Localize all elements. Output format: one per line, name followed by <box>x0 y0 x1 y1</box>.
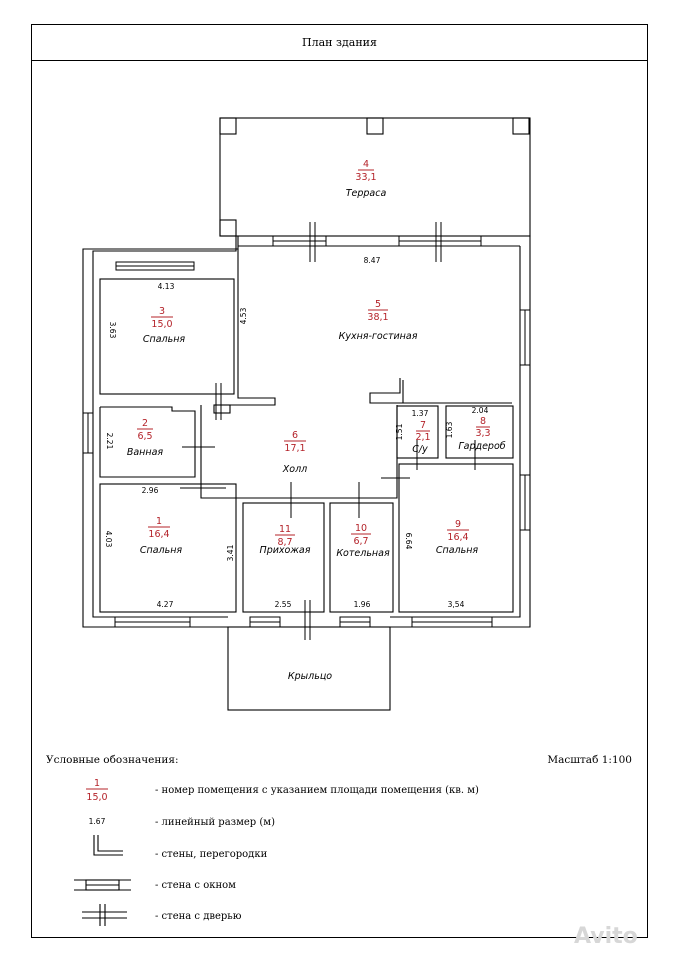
room-area: 6,7 <box>353 536 368 547</box>
room-name: Спальня <box>140 545 183 556</box>
room-name: Холл <box>282 464 307 475</box>
legend-item: - стена с дверью <box>155 911 242 922</box>
room-area: 2,1 <box>415 432 430 443</box>
dimension-label: 1.51 <box>395 423 404 440</box>
room-area: 16,4 <box>148 529 169 540</box>
room-name: Ванная <box>127 447 164 458</box>
dimension-label: 8.47 <box>364 256 381 265</box>
dimension-label: 1.96 <box>354 600 371 609</box>
room-labels: 4 33,1 Терраса 5 38,1 Кухня-гостиная 3 1… <box>127 159 506 682</box>
room-number: 4 <box>363 159 369 170</box>
room-name: Котельная <box>336 548 390 559</box>
room-number: 6 <box>292 430 298 441</box>
legend-sample-area: 15,0 <box>86 792 107 803</box>
dimension-label: 4.53 <box>239 307 248 324</box>
legend-sample-dimension: 1.67 <box>89 817 106 826</box>
drawing-title: План здания <box>32 25 647 61</box>
room-area: 16,4 <box>447 532 468 543</box>
dimension-label: 3.63 <box>108 322 117 339</box>
windows <box>82 235 531 628</box>
room-number: 7 <box>420 420 426 431</box>
room-number: 9 <box>455 519 461 530</box>
dimension-label: 6.64 <box>404 533 413 550</box>
room-area: 15,0 <box>151 319 172 330</box>
room-number: 10 <box>355 523 367 534</box>
dimension-label: 1.63 <box>445 421 454 438</box>
dimension-label: 4.03 <box>104 531 113 548</box>
room-number: 5 <box>375 299 381 310</box>
room-area: 33,1 <box>355 172 376 183</box>
room-name: Терраса <box>346 188 387 199</box>
legend-item: - стена с окном <box>155 880 236 891</box>
room-number: 8 <box>480 416 486 427</box>
dimension-label: 2.04 <box>472 406 489 415</box>
room-name: С/у <box>412 444 428 455</box>
legend-item: - линейный размер (м) <box>155 817 275 828</box>
room-number: 3 <box>159 306 165 317</box>
scale-label: Масштаб 1:100 <box>547 754 632 766</box>
dimensions: 8.47 4.13 3.63 4.53 2.21 1.37 1.51 2.04 … <box>104 256 489 609</box>
room-area: 3,3 <box>475 428 490 439</box>
legend-sample-number: 1 <box>94 778 100 789</box>
drawing-frame: План здания <box>31 24 648 938</box>
dimension-label: 2.55 <box>275 600 292 609</box>
room-name: Прихожая <box>260 545 311 556</box>
room-name: Спальня <box>143 334 186 345</box>
room-area: 6,5 <box>137 431 152 442</box>
dimension-label: 2.96 <box>142 486 159 495</box>
porch-label: Крыльцо <box>288 671 332 682</box>
dimension-label: 3.41 <box>226 544 235 561</box>
dimension-label: 2.21 <box>105 433 114 450</box>
porch <box>227 626 391 711</box>
legend-item: - номер помещения с указанием площади по… <box>155 785 479 796</box>
dimension-label: 1.37 <box>412 409 429 418</box>
room-area: 8,7 <box>277 537 292 548</box>
partitions <box>99 249 514 613</box>
room-name: Кухня-гостиная <box>339 331 418 342</box>
dimension-label: 3,54 <box>448 600 465 609</box>
room-name: Гардероб <box>458 441 505 452</box>
room-name: Спальня <box>436 545 479 556</box>
door-symbol-icon <box>82 904 127 926</box>
watermark-logo: Avito <box>574 924 638 949</box>
dimension-label: 4.27 <box>157 600 174 609</box>
room-area: 17,1 <box>284 443 305 454</box>
window-symbol-icon <box>74 879 131 891</box>
doors <box>180 222 476 640</box>
wall-symbol-icon <box>93 835 123 856</box>
legend-heading: Условные обозначения: <box>46 754 179 766</box>
room-area: 38,1 <box>367 312 388 323</box>
legend-item: - стены, перегородки <box>155 849 268 860</box>
legend: Условные обозначения: Масштаб 1:100 1 15… <box>46 754 632 926</box>
dimension-label: 4.13 <box>158 282 175 291</box>
room-number: 2 <box>142 418 148 429</box>
room-number: 1 <box>156 516 162 527</box>
room-number: 11 <box>279 524 291 535</box>
